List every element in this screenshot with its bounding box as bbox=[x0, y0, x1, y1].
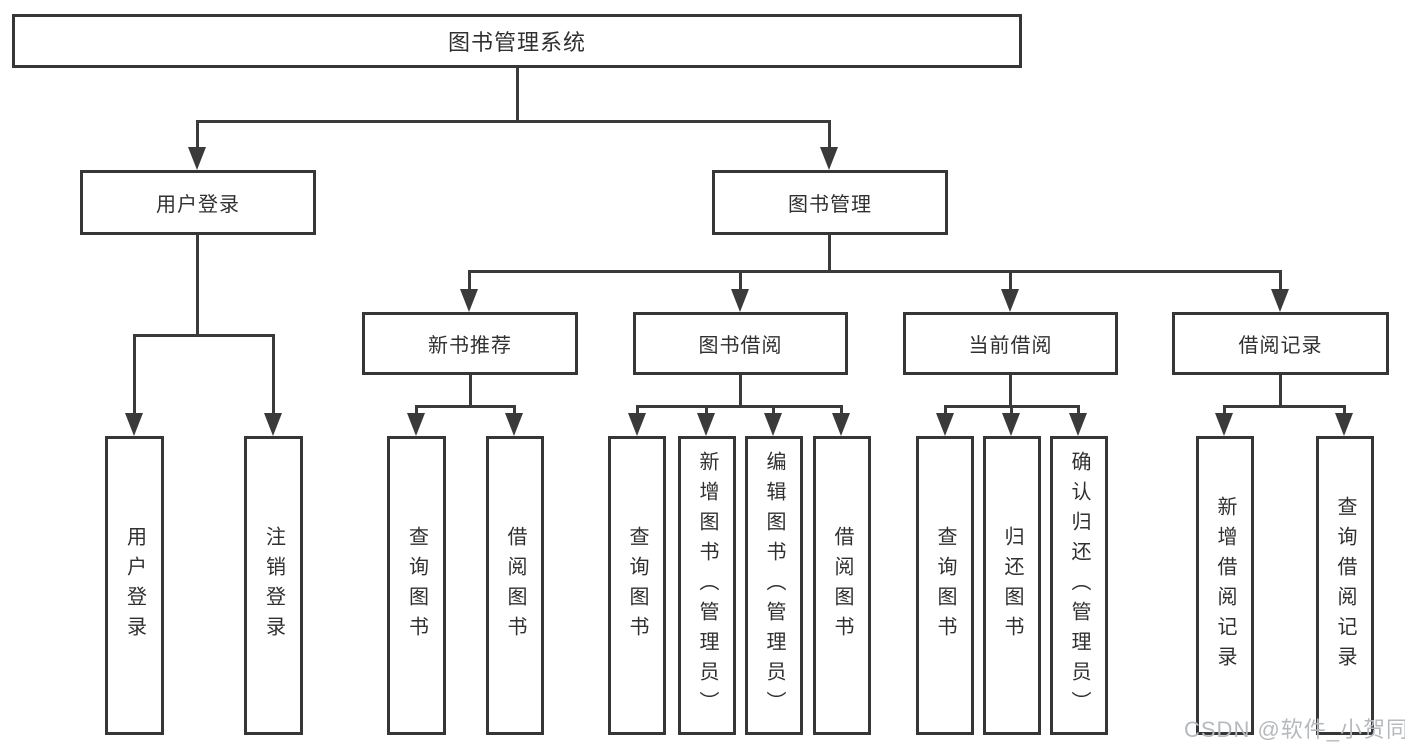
connector-userlogin-hbar bbox=[133, 334, 275, 337]
arrow-to-leaf-query-borrow-record bbox=[1335, 413, 1353, 436]
connector-b1-drop bbox=[468, 270, 471, 292]
connector-b1-stem bbox=[469, 375, 472, 408]
connector-level3-hbar bbox=[468, 270, 1282, 273]
arrow-to-leaf-borrow-books bbox=[832, 413, 850, 436]
arrow-to-new-book-recommend bbox=[460, 289, 478, 312]
leaf-logout-label: 注销登录 bbox=[262, 525, 285, 646]
connector-b3-stem bbox=[1009, 375, 1012, 408]
leaf-borrow-books-recommend: 借阅图书 bbox=[486, 436, 544, 735]
connector-b2-stem bbox=[739, 375, 742, 408]
connector-root-hbar bbox=[196, 120, 831, 123]
leaf-edit-books-admin-label: 编辑图书（管理员） bbox=[763, 450, 785, 721]
csdn-watermark: CSDN @软件_小贺同学 bbox=[1184, 717, 1405, 742]
leaf-edit-books-admin: 编辑图书（管理员） bbox=[745, 436, 803, 735]
connector-b3-leaf3-drop bbox=[1077, 405, 1080, 416]
connector-bookmgmt-stem bbox=[828, 235, 831, 273]
leaf-query-books-recommend: 查询图书 bbox=[387, 436, 446, 735]
arrow-to-leaf-add-books-admin bbox=[697, 413, 715, 436]
leaf-return-books: 归还图书 bbox=[983, 436, 1041, 735]
leaf-borrow-books-label: 借阅图书 bbox=[831, 525, 853, 646]
node-borrow-records: 借阅记录 bbox=[1172, 312, 1389, 375]
node-current-borrow: 当前借阅 bbox=[903, 312, 1118, 375]
arrow-to-leaf-logout bbox=[264, 413, 282, 436]
node-book-management-label: 图书管理 bbox=[788, 194, 872, 216]
leaf-query-books-borrow-label: 查询图书 bbox=[626, 525, 648, 646]
connector-b4-leaf1-drop bbox=[1223, 405, 1226, 416]
leaf-query-borrow-record-label: 查询借阅记录 bbox=[1334, 495, 1356, 676]
arrow-to-leaf-borrow-books-recommend bbox=[505, 413, 523, 436]
node-new-book-recommend: 新书推荐 bbox=[362, 312, 578, 375]
connector-userlogin-drop bbox=[196, 120, 199, 152]
arrow-to-current-borrow bbox=[1001, 289, 1019, 312]
arrow-to-user-login bbox=[188, 147, 206, 170]
arrow-to-book-borrow bbox=[731, 289, 749, 312]
node-user-login-label: 用户登录 bbox=[156, 194, 240, 216]
connector-b1-hbar bbox=[415, 405, 516, 408]
arrow-to-leaf-query-books-recommend bbox=[407, 413, 425, 436]
leaf-confirm-return-admin-label: 确认归还（管理员） bbox=[1068, 450, 1090, 721]
leaf-confirm-return-admin: 确认归还（管理员） bbox=[1050, 436, 1108, 735]
leaf-add-borrow-record: 新增借阅记录 bbox=[1196, 436, 1254, 735]
leaf-add-borrow-record-label: 新增借阅记录 bbox=[1214, 495, 1236, 676]
leaf-return-books-label: 归还图书 bbox=[1001, 525, 1023, 646]
leaf-add-books-admin-label: 新增图书（管理员） bbox=[696, 450, 718, 721]
connector-root-stem bbox=[516, 68, 519, 121]
connector-leaf-logout-drop bbox=[272, 334, 275, 416]
connector-b3-leaf2-drop bbox=[1010, 405, 1013, 416]
node-borrow-records-label: 借阅记录 bbox=[1238, 335, 1323, 357]
leaf-borrow-books-recommend-label: 借阅图书 bbox=[504, 525, 526, 646]
node-root: 图书管理系统 bbox=[12, 14, 1022, 68]
connector-b2-leaf2-drop bbox=[705, 405, 708, 416]
connector-b1-leaf1-drop bbox=[415, 405, 418, 416]
arrow-to-leaf-return-books bbox=[1002, 413, 1020, 436]
connector-b2-drop bbox=[739, 270, 742, 292]
connector-b3-leaf1-drop bbox=[944, 405, 947, 416]
connector-b1-leaf2-drop bbox=[513, 405, 516, 416]
connector-b2-leaf4-drop bbox=[840, 405, 843, 416]
connector-leaf-userlogin-drop bbox=[133, 334, 136, 416]
leaf-user-login-label: 用户登录 bbox=[123, 525, 146, 646]
node-current-borrow-label: 当前借阅 bbox=[968, 335, 1053, 357]
leaf-borrow-books: 借阅图书 bbox=[813, 436, 871, 735]
leaf-logout: 注销登录 bbox=[244, 436, 303, 735]
leaf-query-books-recommend-label: 查询图书 bbox=[405, 525, 428, 646]
connector-b2-leaf1-drop bbox=[636, 405, 639, 416]
node-book-management: 图书管理 bbox=[712, 170, 948, 235]
connector-userlogin-stem bbox=[196, 235, 199, 336]
arrow-to-leaf-query-books-current bbox=[936, 413, 954, 436]
connector-b4-leaf2-drop bbox=[1343, 405, 1346, 416]
connector-b4-hbar bbox=[1223, 405, 1345, 408]
arrow-to-leaf-user-login bbox=[125, 413, 143, 436]
leaf-user-login: 用户登录 bbox=[105, 436, 164, 735]
arrow-to-leaf-add-borrow-record bbox=[1215, 413, 1233, 436]
arrow-to-leaf-query-books-borrow bbox=[628, 413, 646, 436]
node-new-book-recommend-label: 新书推荐 bbox=[428, 335, 512, 357]
leaf-add-books-admin: 新增图书（管理员） bbox=[678, 436, 736, 735]
arrow-to-leaf-edit-books-admin bbox=[764, 413, 782, 436]
leaf-query-books-current-label: 查询图书 bbox=[934, 525, 956, 646]
connector-bookmgmt-drop bbox=[828, 120, 831, 152]
leaf-query-books-current: 查询图书 bbox=[916, 436, 974, 735]
connector-b4-stem bbox=[1279, 375, 1282, 408]
node-user-login: 用户登录 bbox=[80, 170, 316, 235]
connector-b3-drop bbox=[1009, 270, 1012, 292]
connector-b2-leaf3-drop bbox=[772, 405, 775, 416]
node-book-borrow-label: 图书借阅 bbox=[698, 335, 783, 357]
arrow-to-borrow-records bbox=[1271, 289, 1289, 312]
arrow-to-book-management bbox=[820, 147, 838, 170]
node-root-label: 图书管理系统 bbox=[447, 30, 586, 55]
connector-b2-hbar bbox=[636, 405, 843, 408]
leaf-query-books-borrow: 查询图书 bbox=[608, 436, 666, 735]
connector-b4-drop bbox=[1279, 270, 1282, 292]
arrow-to-leaf-confirm-return-admin bbox=[1069, 413, 1087, 436]
node-book-borrow: 图书借阅 bbox=[633, 312, 848, 375]
leaf-query-borrow-record: 查询借阅记录 bbox=[1316, 436, 1374, 735]
